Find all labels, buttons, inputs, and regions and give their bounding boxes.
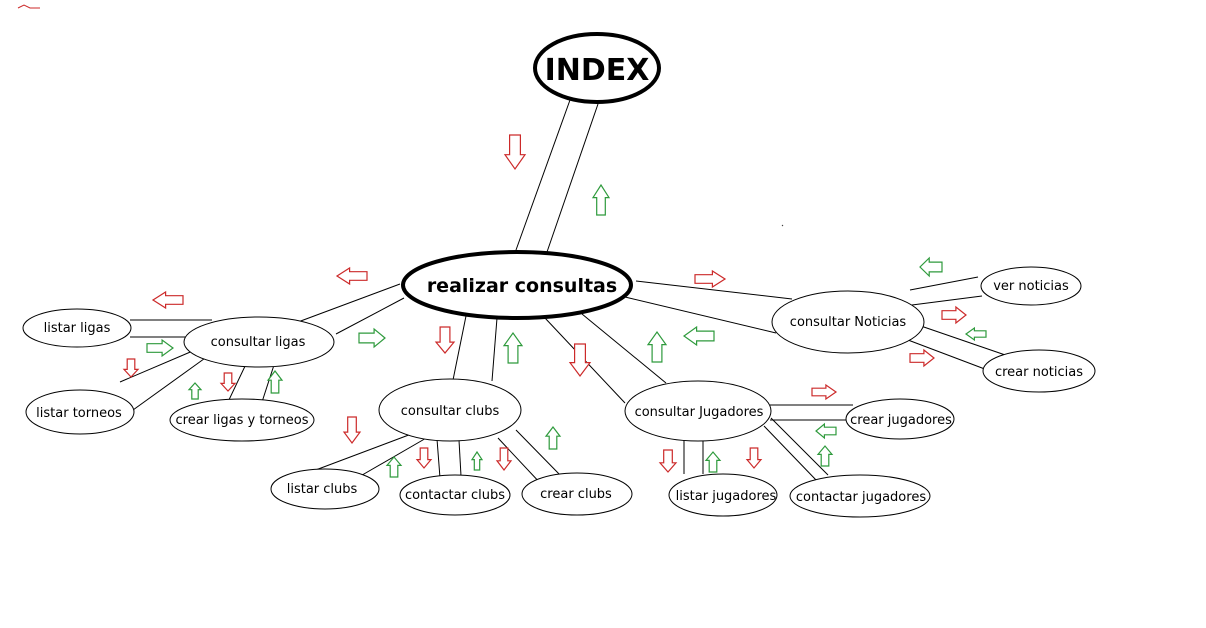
contactar-clubs-node[interactable] xyxy=(399,474,511,516)
crear-jugadores-node[interactable] xyxy=(845,398,955,440)
consultar-ligas-label: consultar ligas xyxy=(211,335,306,350)
green-arrow-up-icon xyxy=(591,183,611,216)
green-arrow-left-icon xyxy=(964,326,987,342)
green-arrow-right-icon xyxy=(358,327,386,349)
realizar-consultas-node[interactable] xyxy=(401,250,633,320)
red-arrow-down-icon xyxy=(342,416,362,445)
crear-jugadores-label: crear jugadores xyxy=(850,413,952,428)
crear-ligas-torneos-label: crear ligas y torneos xyxy=(176,413,309,428)
green-arrow-up-icon xyxy=(502,331,524,364)
green-arrow-left-icon xyxy=(682,325,715,347)
green-arrow-up-icon xyxy=(385,456,403,478)
red-arrow-right-icon xyxy=(909,348,935,368)
green-arrow-up-icon xyxy=(544,426,562,450)
green-arrow-left-icon xyxy=(815,422,837,440)
connector-lines xyxy=(119,99,1015,486)
green-arrow-up-icon xyxy=(470,450,484,471)
crear-noticias-label: crear noticias xyxy=(995,365,1083,380)
consultar-jugadores-label: consultar Jugadores xyxy=(635,405,764,420)
green-arrow-right-icon xyxy=(146,338,175,358)
realizar-consultas-label: realizar consultas xyxy=(427,275,617,297)
listar-torneos-node[interactable] xyxy=(25,389,135,435)
green-arrow-up-icon xyxy=(704,451,722,473)
crear-noticias-node[interactable] xyxy=(982,349,1096,393)
listar-jugadores-label: listar jugadores xyxy=(676,489,777,504)
red-arrow-down-icon xyxy=(658,449,678,473)
consultar-clubs-node[interactable] xyxy=(378,378,522,442)
listar-ligas-label: listar ligas xyxy=(44,321,111,336)
contactar-clubs-label: contactar clubs xyxy=(405,488,505,503)
index-label: INDEX xyxy=(545,53,650,88)
red-arrow-down-icon xyxy=(434,326,456,354)
ver-noticias-node[interactable] xyxy=(980,266,1082,306)
listar-clubs-node[interactable] xyxy=(270,468,380,510)
green-arrow-up-icon xyxy=(266,370,284,394)
flow-arrows xyxy=(122,134,987,478)
node-labels: INDEX realizar consultas consultar ligas… xyxy=(36,53,1083,505)
consultar-noticias-label: consultar Noticias xyxy=(790,315,907,330)
contactar-jugadores-label: contactar jugadores xyxy=(796,490,926,505)
scribble-mark xyxy=(17,4,40,9)
consultar-jugadores-node[interactable] xyxy=(624,380,772,442)
listar-ligas-node[interactable] xyxy=(22,308,132,348)
ver-noticias-label: ver noticias xyxy=(993,279,1069,294)
consultar-noticias-node[interactable] xyxy=(771,290,925,354)
listar-clubs-label: listar clubs xyxy=(287,482,358,497)
green-arrow-up-icon xyxy=(816,445,834,467)
index-node[interactable] xyxy=(533,32,661,104)
red-arrow-right-icon xyxy=(694,269,727,289)
green-arrow-up-icon xyxy=(646,330,668,363)
red-arrow-down-icon xyxy=(568,343,592,378)
red-arrow-down-icon xyxy=(745,447,763,469)
listar-torneos-label: listar torneos xyxy=(36,406,122,421)
consultar-ligas-node[interactable] xyxy=(183,316,335,368)
listar-jugadores-node[interactable] xyxy=(668,473,778,517)
consultar-clubs-label: consultar clubs xyxy=(401,404,500,419)
red-arrow-right-icon xyxy=(941,305,967,325)
red-arrow-down-icon xyxy=(503,134,527,171)
contactar-jugadores-node[interactable] xyxy=(789,474,931,518)
red-arrow-left-icon xyxy=(335,266,368,286)
red-arrow-down-icon xyxy=(219,372,237,392)
red-arrow-left-icon xyxy=(151,290,184,310)
crear-ligas-torneos-node[interactable] xyxy=(169,398,315,442)
dot-mark xyxy=(781,224,784,227)
green-arrow-left-icon xyxy=(919,256,943,278)
red-arrow-right-icon xyxy=(811,383,838,401)
green-arrow-up-icon xyxy=(187,382,203,400)
red-arrow-down-icon xyxy=(495,447,513,471)
red-arrow-down-icon xyxy=(122,358,140,378)
red-arrow-down-icon xyxy=(415,447,433,469)
node-shapes xyxy=(22,32,1096,518)
crear-clubs-node[interactable] xyxy=(521,472,633,516)
crear-clubs-label: crear clubs xyxy=(540,487,612,502)
